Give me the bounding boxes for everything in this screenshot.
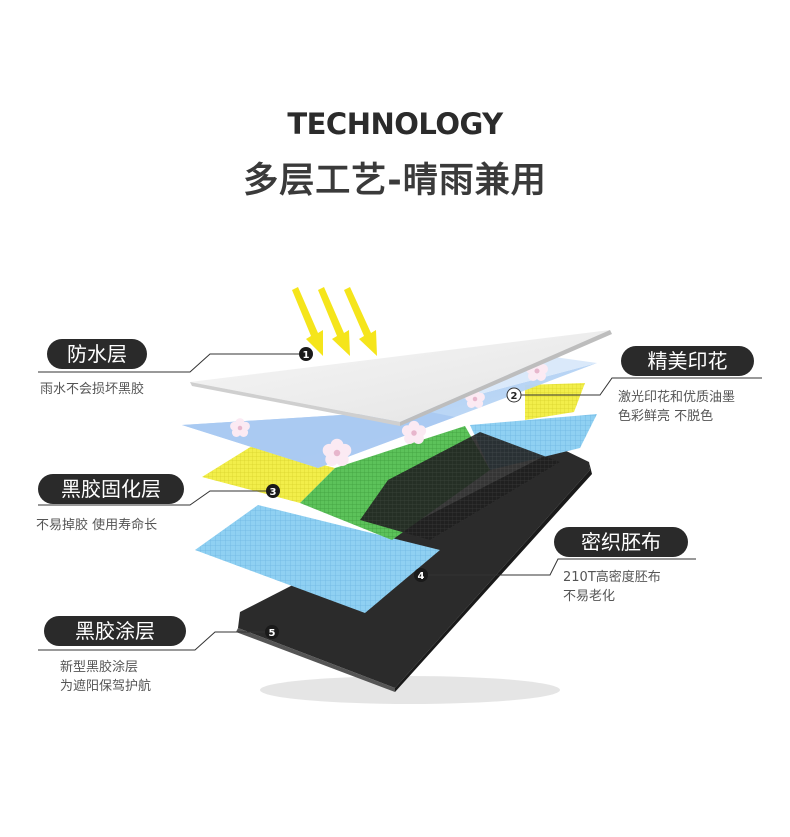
desc-waterproof-layer: 雨水不会损坏黑胶	[40, 382, 145, 397]
marker-number: 2	[511, 391, 518, 402]
marker-number: 3	[270, 487, 277, 498]
label-black-coating: 黑胶涂层	[44, 616, 186, 646]
leader-lines	[38, 353, 762, 651]
marker-1: 1	[299, 347, 313, 361]
title-chinese: 多层工艺-晴雨兼用	[243, 161, 547, 201]
marker-number: 1	[303, 350, 310, 361]
desc-glue-curing-layer: 不易掉胶 使用寿命长	[36, 518, 158, 533]
label-woven-fabric: 密织胚布	[554, 527, 688, 557]
label-print-layer: 精美印花	[621, 346, 754, 376]
marker-number: 4	[418, 571, 425, 582]
marker-number: 5	[269, 628, 276, 639]
waterproof-layer	[190, 330, 612, 426]
marker-4: 4	[414, 568, 428, 582]
label-waterproof-layer: 防水层	[47, 339, 147, 369]
label-glue-curing-layer: 黑胶固化层	[38, 474, 184, 504]
marker-3: 3	[266, 484, 280, 498]
stack-shadow	[260, 676, 560, 704]
title-english: TECHNOLOGY	[287, 107, 503, 141]
marker-5: 5	[265, 625, 279, 639]
desc-print-layer: 激光印花和优质油墨 色彩鲜亮 不脱色	[618, 390, 736, 424]
desc-black-coating: 新型黑胶涂层 为遮阳保驾护航	[60, 660, 152, 694]
woven-fabric-patch	[360, 432, 560, 540]
desc-woven-fabric: 210T高密度胚布 不易老化	[563, 570, 661, 604]
marker-2: 2	[506, 387, 522, 403]
sun-arrow-icon	[292, 287, 377, 356]
